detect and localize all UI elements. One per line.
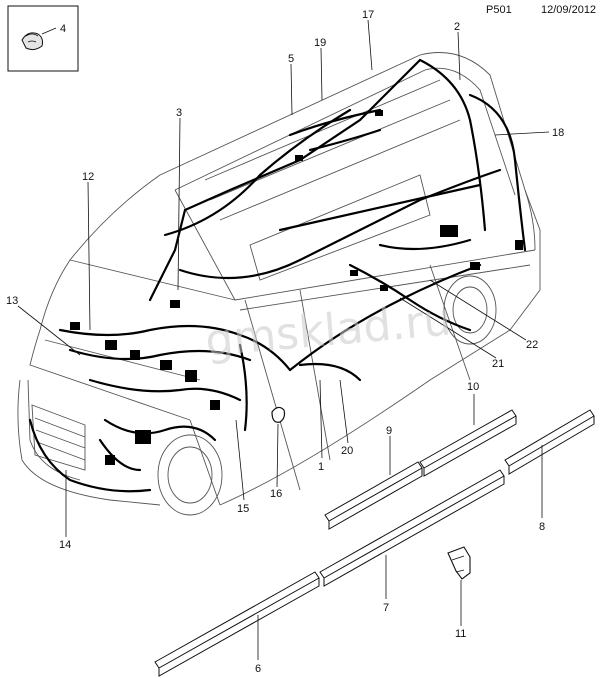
trim-channels — [154, 409, 595, 677]
inset-box-part-4 — [7, 5, 79, 72]
van-outline — [17, 52, 541, 516]
callout-5: 5 — [288, 53, 294, 65]
callout-22: 22 — [526, 339, 538, 351]
callout-7: 7 — [383, 602, 389, 614]
trim-part-10 — [419, 409, 517, 477]
callout-17: 17 — [362, 9, 374, 21]
watermark: gmsklad.ru — [203, 295, 453, 367]
trim-part-6 — [154, 571, 320, 677]
callout-11: 11 — [455, 628, 466, 640]
callout-6: 6 — [255, 663, 261, 675]
callout-numbers: 4 2 17 19 5 3 18 12 13 22 21 20 1 16 15 … — [6, 9, 564, 675]
callout-3: 3 — [176, 107, 182, 119]
callout-4: 4 — [60, 23, 66, 35]
wiring-harness — [28, 58, 527, 493]
callout-8: 8 — [539, 521, 545, 533]
clip-part-16 — [271, 406, 286, 423]
callout-18: 18 — [552, 127, 564, 139]
callout-9: 9 — [386, 425, 392, 437]
callout-16: 16 — [270, 488, 282, 500]
callout-15: 15 — [237, 503, 249, 515]
callout-13: 13 — [6, 295, 18, 307]
leader-lines — [17, 19, 550, 660]
callout-1: 1 — [318, 461, 324, 473]
clip-part-4 — [21, 32, 43, 51]
trim-part-8 — [504, 409, 595, 475]
callout-12: 12 — [82, 171, 94, 183]
revision-date: 12/09/2012 — [541, 4, 597, 16]
callout-2: 2 — [454, 21, 460, 33]
harness-connectors — [70, 110, 523, 465]
callout-14: 14 — [59, 539, 71, 551]
trim-part-9 — [324, 461, 423, 530]
callout-21: 21 — [492, 358, 504, 370]
clip-part-11 — [447, 546, 471, 580]
callout-20: 20 — [341, 445, 353, 457]
page-code: P501 — [486, 4, 512, 16]
callout-19: 19 — [314, 37, 326, 49]
callout-10: 10 — [467, 381, 479, 393]
trim-part-7 — [319, 469, 505, 587]
